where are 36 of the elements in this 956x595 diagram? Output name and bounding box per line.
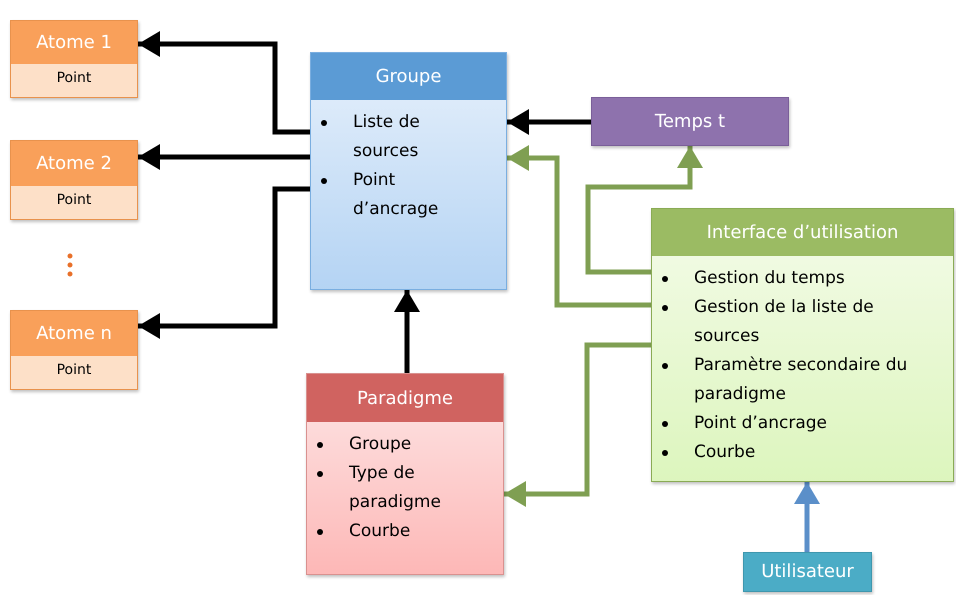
list-item: Courbe: [349, 521, 410, 541]
list-item: Gestion du temps: [694, 268, 845, 288]
entity-box: [310, 52, 507, 290]
box-text: Point: [56, 361, 92, 378]
box-title: Atome 2: [11, 141, 137, 186]
list-item: Paramètre secondaire du paradigme: [694, 355, 908, 404]
entity-box: [10, 20, 138, 98]
list-item: Groupe: [349, 434, 412, 454]
arrow: [138, 186, 310, 339]
arrow: [507, 145, 651, 308]
box-title: Interface d’utilisation: [652, 209, 953, 256]
arrow: [586, 146, 703, 274]
list-item: Gestion de la liste de sources: [694, 297, 874, 346]
arrow: [138, 144, 310, 170]
box-title: Atome n: [11, 311, 137, 356]
list-item: Courbe: [694, 442, 756, 462]
box-title: Groupe: [311, 53, 506, 100]
box-text: Point: [56, 69, 92, 86]
entity-box: [10, 310, 138, 390]
list-item: Point d’ancrage: [353, 170, 438, 219]
list-item: Liste de sources: [353, 112, 420, 161]
arrow: [138, 31, 310, 134]
entity-box: [306, 373, 504, 575]
box-title: Atome 1: [11, 21, 137, 64]
box-title: Temps t: [592, 98, 788, 144]
list-item: Type de paradigme: [349, 463, 441, 512]
arrow: [794, 482, 820, 552]
entity-box: [10, 140, 138, 220]
arrow: [504, 342, 651, 507]
arrow: [507, 109, 591, 135]
box-title: Paradigme: [307, 374, 503, 422]
arrow: [394, 290, 420, 373]
box-title: Utilisateur: [744, 553, 871, 590]
entity-box: [651, 208, 954, 482]
list-item: Point d’ancrage: [694, 413, 828, 433]
box-text: Point: [56, 191, 92, 208]
